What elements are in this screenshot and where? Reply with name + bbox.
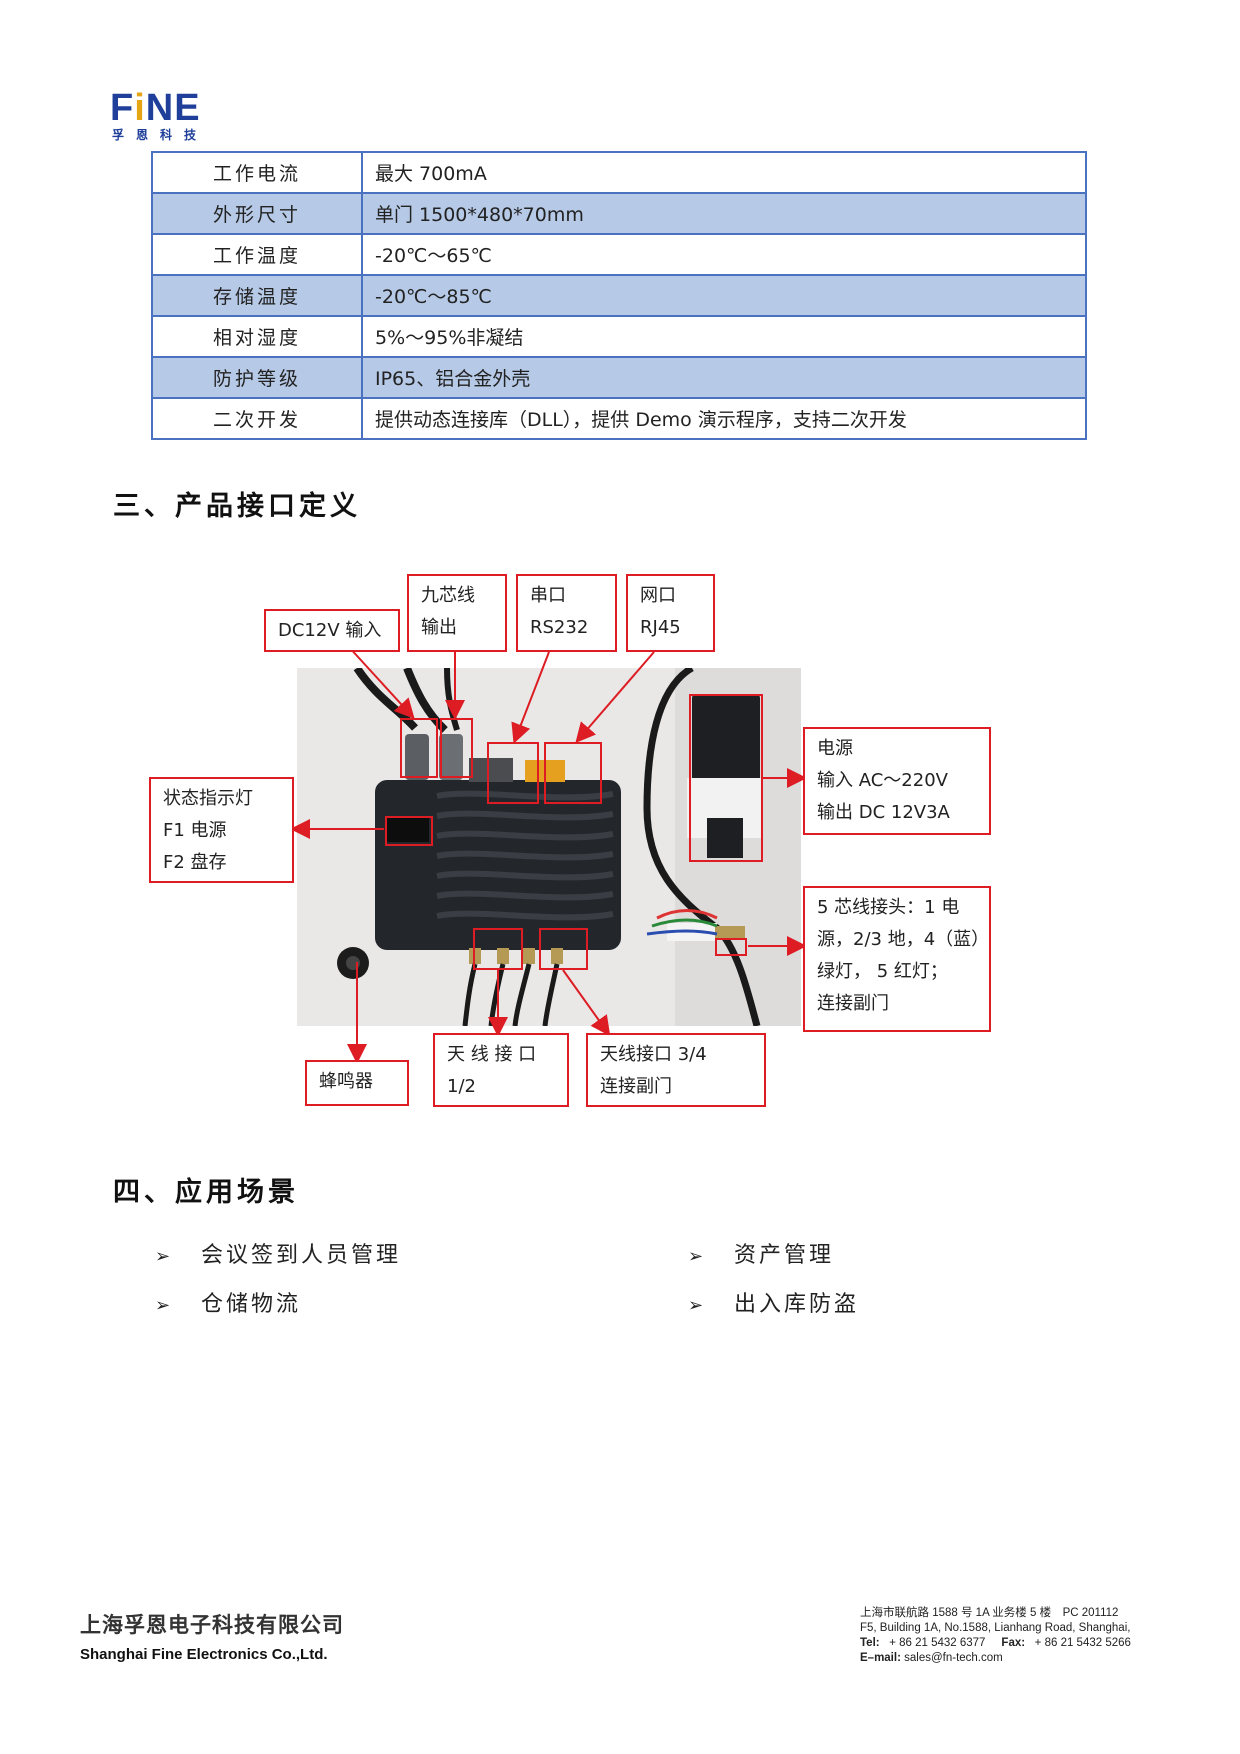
table-row: 工作温度-20℃～65℃ bbox=[151, 233, 1087, 276]
email: E–mail: sales@fn-tech.com bbox=[860, 1652, 1003, 1664]
highlight-net-port bbox=[544, 742, 602, 804]
arrow-bullet-icon: ➢ bbox=[155, 1295, 171, 1316]
footer-address: 上海市联航路 1588 号 1A 业务楼 5 楼 PC 201112 F5, B… bbox=[860, 1606, 1131, 1666]
highlight-dc12v-port bbox=[400, 718, 438, 778]
table-row: 存储温度-20℃～85℃ bbox=[151, 274, 1087, 317]
list-item: ➢仓储物流 bbox=[155, 1292, 302, 1317]
company-logo: FiNE 孚恩科技 bbox=[110, 88, 210, 144]
phone-fax: Tel: + 86 21 5432 6377 Fax: + 86 21 5432… bbox=[860, 1637, 1131, 1649]
address-en: F5, Building 1A, No.1588, Lianhang Road,… bbox=[860, 1622, 1131, 1634]
footer-company-en: Shanghai Fine Electronics Co.,Ltd. bbox=[80, 1646, 328, 1663]
callout-five-core-connector: 5 芯线接头：1 电源，2/3 地，4（蓝）绿灯， 5 红灯；连接副门 bbox=[803, 886, 991, 1032]
list-item: ➢出入库防盗 bbox=[688, 1292, 860, 1317]
highlight-status-led bbox=[385, 816, 433, 846]
callout-buzzer: 蜂鸣器 bbox=[305, 1060, 409, 1106]
table-row: 工作电流最大 700mA bbox=[151, 151, 1087, 194]
section-title-applications: 四、应用场景 bbox=[113, 1177, 299, 1208]
list-item: ➢资产管理 bbox=[688, 1243, 835, 1268]
list-item: ➢会议签到人员管理 bbox=[155, 1243, 402, 1268]
logo-wordmark: FiNE bbox=[110, 87, 201, 129]
arrow-bullet-icon: ➢ bbox=[688, 1246, 704, 1267]
callout-nine-core-output: 九芯线输出 bbox=[407, 574, 507, 652]
table-row: 外形尺寸单门 1500*480*70mm bbox=[151, 192, 1087, 235]
highlight-five-core-connector bbox=[715, 938, 747, 956]
highlight-antenna-12 bbox=[473, 928, 523, 970]
spec-table: 工作电流最大 700mA 外形尺寸单门 1500*480*70mm 工作温度-2… bbox=[151, 151, 1087, 440]
logo-tagline: 孚恩科技 bbox=[112, 128, 209, 142]
address-cn: 上海市联航路 1588 号 1A 业务楼 5 楼 PC 201112 bbox=[860, 1607, 1119, 1619]
highlight-antenna-34 bbox=[539, 928, 588, 970]
callout-dc12v-input: DC12V 输入 bbox=[264, 609, 400, 652]
arrow-bullet-icon: ➢ bbox=[155, 1246, 171, 1267]
table-row: 二次开发提供动态连接库（DLL），提供 Demo 演示程序，支持二次开发 bbox=[151, 397, 1087, 440]
footer-company-cn: 上海孚恩电子科技有限公司 bbox=[80, 1613, 344, 1637]
arrow-bullet-icon: ➢ bbox=[688, 1295, 704, 1316]
highlight-power-supply bbox=[689, 694, 763, 862]
product-photo bbox=[297, 668, 801, 1026]
section-title-interfaces: 三、产品接口定义 bbox=[113, 491, 361, 522]
